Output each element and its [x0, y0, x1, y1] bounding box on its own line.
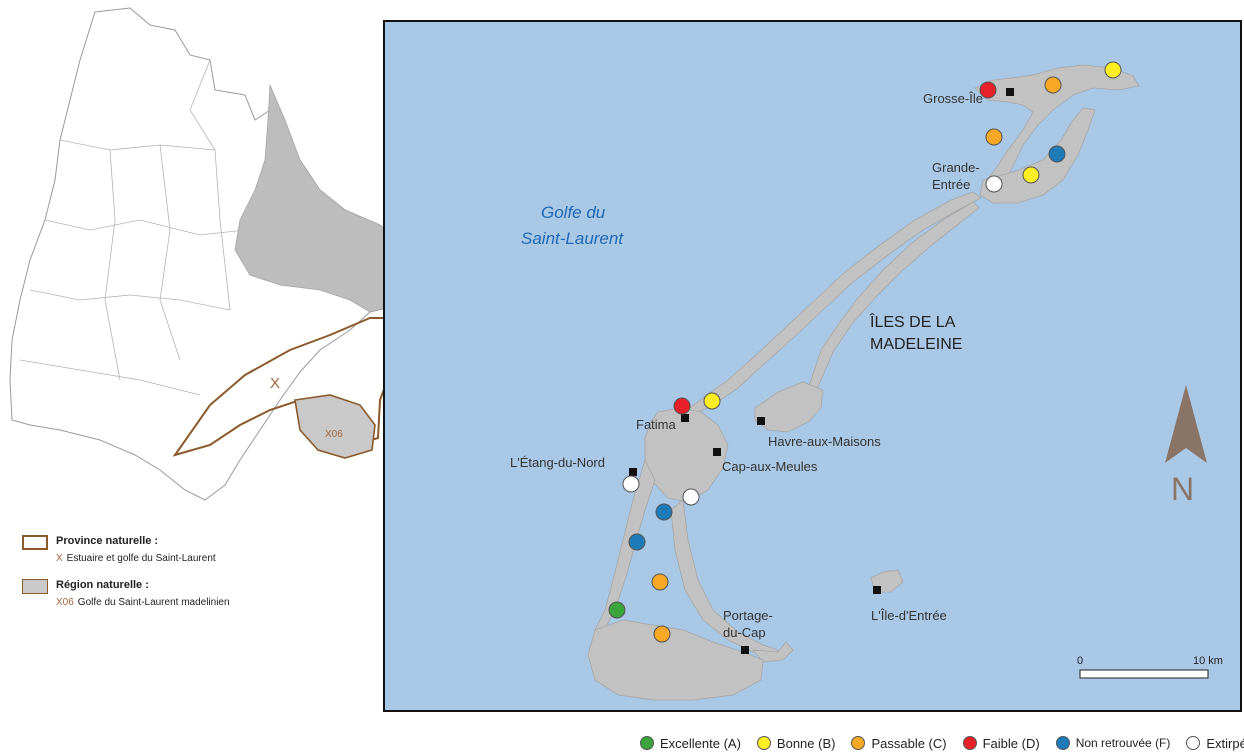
occurrence-dot-faible: [673, 397, 691, 415]
legend-dot-bonne: [756, 736, 771, 750]
legend-label: Passable (C): [871, 735, 947, 751]
legend-item-excellente: Excellente (A): [640, 736, 741, 751]
inset-map-quebec: X X06: [9, 7, 441, 501]
legend-province-row: Province naturelle :: [22, 535, 158, 550]
province-name: Estuaire et golfe du Saint-Laurent: [66, 553, 216, 564]
region-naturelle-x06-area: [294, 394, 376, 459]
legend-region-row: Région naturelle :: [22, 579, 149, 594]
sea-background: [383, 20, 1242, 712]
occurrence-dot-bonne: [703, 392, 721, 410]
legend-dot-faible: [962, 736, 977, 750]
region-name: Golfe du Saint-Laurent madelinien: [77, 597, 230, 608]
legend-dot-passable: [851, 736, 866, 750]
place-label-portage-du-cap: Portage-du-Cap: [723, 608, 773, 640]
legend-dot-extirpee: [1186, 736, 1201, 750]
place-label-line: Entrée: [932, 177, 970, 192]
region-title: Région naturelle :: [56, 579, 149, 591]
place-marker-havre-aux-maisons: [757, 417, 765, 425]
scale-bar-rect: [1079, 669, 1209, 679]
status-legend: Excellente (A) Bonne (B) Passable (C) Faibl…: [640, 732, 1244, 754]
legend-dot-excellente: [640, 736, 654, 750]
place-marker-ile-d-entree: [873, 586, 881, 594]
place-label-ile-d-entree: L'Île-d'Entrée: [871, 608, 947, 623]
occurrence-dot-faible: [979, 81, 997, 99]
region-boundaries: [19, 59, 246, 396]
legend-label: Faible (D): [982, 735, 1040, 751]
sea-label-line-2: Saint-Laurent: [521, 229, 624, 248]
scale-bar: 0 10 km: [1077, 655, 1223, 679]
place-marker-grosse-ile: [1006, 88, 1014, 96]
occurrence-dot-bonne: [1104, 61, 1122, 79]
legend-item-faible: Faible (D): [962, 735, 1040, 751]
occurrence-dot-bonne: [1022, 166, 1040, 184]
province-swatch: [22, 535, 48, 550]
scale-start: 0: [1077, 655, 1083, 667]
province-title: Province naturelle :: [56, 535, 159, 547]
place-label-cap-aux-meules: Cap-aux-Meules: [722, 459, 818, 474]
place-label-grosse-ile: Grosse-Île: [923, 91, 983, 106]
province-code: X: [56, 553, 63, 564]
place-markers: [629, 88, 1014, 654]
occurrence-dot-passable: [985, 128, 1003, 146]
north-arrow-icon: [1165, 385, 1207, 463]
north-arrow: N: [1165, 385, 1207, 507]
sea-label-line-1: Golfe du: [541, 203, 606, 222]
place-label-line: Grande-: [932, 160, 980, 175]
legend-item-bonne: Bonne (B): [756, 735, 836, 751]
occurrence-dot-passable: [1044, 76, 1062, 94]
place-marker-fatima: [681, 414, 689, 422]
region-label-line-1: ÎLES DE LA: [869, 312, 956, 331]
place-label-line: du-Cap: [723, 625, 766, 640]
north-label: N: [1171, 471, 1194, 507]
province-naturelle-x-outline: [172, 317, 410, 457]
legend-label: Bonne (B): [776, 735, 836, 751]
occurrence-dot-extirpee: [682, 488, 700, 506]
legend-label: Extirpée (X): [1206, 735, 1244, 751]
occurrence-dot-passable: [653, 625, 671, 643]
legend-item-non-retrouvee: Non retrouvée (F): [1055, 736, 1171, 750]
inset-label-x06: X06: [325, 429, 343, 440]
inset-marker-x: X: [270, 375, 280, 392]
place-marker-portage-du-cap: [741, 646, 749, 654]
region-code: X06: [56, 597, 74, 608]
place-label-etang-du-nord: L'Étang-du-Nord: [510, 455, 605, 470]
occurrence-dots: [608, 61, 1122, 643]
place-label-havre-aux-maisons: Havre-aux-Maisons: [768, 434, 881, 449]
occurrence-dot-extirpee: [622, 475, 640, 493]
quebec-province-outline: [9, 7, 441, 501]
place-label-fatima: Fatima: [636, 417, 677, 432]
occurrence-dot-non-retrouvee: [628, 533, 646, 551]
scale-end: 10 km: [1193, 655, 1223, 667]
place-marker-cap-aux-meules: [713, 448, 721, 456]
occurrence-dot-non-retrouvee: [655, 503, 673, 521]
place-label-line: Portage-: [723, 608, 773, 623]
occurrence-dot-passable: [651, 573, 669, 591]
region-label-line-2: MADELEINE: [870, 336, 962, 353]
occurrence-dot-non-retrouvee: [1048, 145, 1066, 163]
legend-dot-non-retrouvee: [1055, 736, 1070, 750]
place-marker-etang-du-nord: [629, 468, 637, 476]
occurrence-dot-excellente: [608, 601, 626, 619]
legend-item-passable: Passable (C): [851, 735, 947, 751]
region-swatch: [22, 579, 48, 594]
main-map-iles-de-la-madeleine: Golfe du Saint-Laurent ÎLES DE LA MADELE…: [383, 20, 1242, 712]
legend-item-extirpee: Extirpée (X): [1186, 736, 1244, 751]
island-grosse-ile: [974, 64, 1140, 199]
legend-label: Non retrouvée (F): [1075, 736, 1171, 750]
legend-label: Excellente (A): [660, 735, 741, 751]
place-label-grande-entree: Grande- Entrée: [932, 160, 980, 192]
occurrence-dot-extirpee: [985, 175, 1003, 193]
